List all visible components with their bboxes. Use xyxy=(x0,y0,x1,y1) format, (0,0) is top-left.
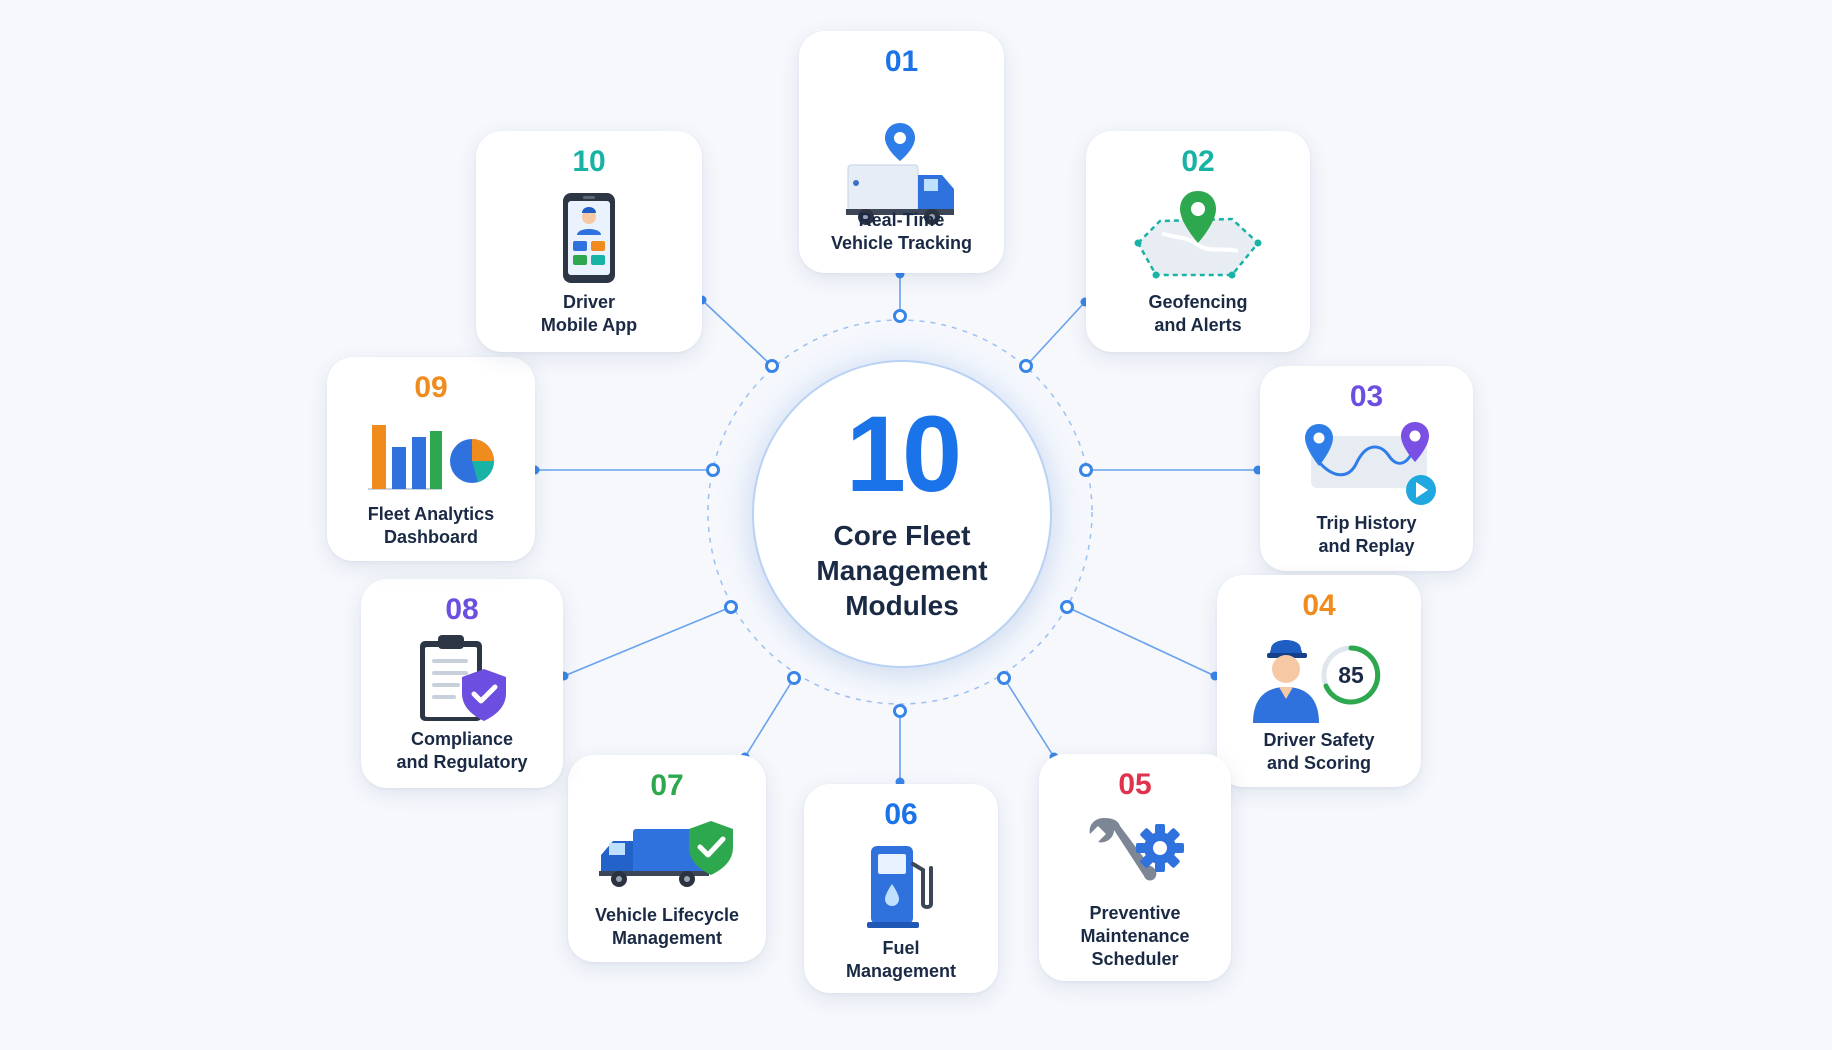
mobile-app-icon xyxy=(563,193,615,283)
module-number: 01 xyxy=(884,45,919,78)
module-label: Vehicle Lifecycle Management xyxy=(594,905,740,948)
connector-line-10 xyxy=(701,299,773,367)
module-number: 05 xyxy=(1118,768,1152,801)
fuel-pump-icon xyxy=(867,846,933,928)
connector-node-10 xyxy=(765,359,779,373)
connector-node-04 xyxy=(1060,600,1074,614)
connector-node-03 xyxy=(1079,463,1093,477)
module-label: Compliance and Regulatory xyxy=(396,729,528,772)
module-card-07[interactable]: 07 Vehicle Lifecycle Management xyxy=(568,755,766,962)
module-number: 02 xyxy=(1181,145,1215,178)
module-number: 10 xyxy=(572,145,606,178)
module-card-02[interactable]: 02 Geofencing and Alerts xyxy=(1086,131,1310,352)
module-label: Driver Mobile App xyxy=(540,292,638,335)
connector-node-09 xyxy=(706,463,720,477)
hub-number: 10 xyxy=(845,392,962,514)
center-hub: 10 Core Fleet Management Modules xyxy=(752,360,1052,668)
module-number: 06 xyxy=(884,798,918,831)
module-card-03[interactable]: 03 Trip History and Replay xyxy=(1260,366,1473,571)
module-label: Geofencing and Alerts xyxy=(1148,292,1248,335)
connector-line-04 xyxy=(1066,606,1216,677)
module-card-06[interactable]: 06 Fuel Management xyxy=(804,784,998,993)
module-number: 08 xyxy=(445,593,479,626)
connector-line-02 xyxy=(1025,301,1086,367)
truck-location-icon xyxy=(845,123,954,225)
truck-shield-icon xyxy=(599,821,733,887)
wrench-gear-icon xyxy=(1089,818,1184,881)
module-card-05[interactable]: 05 Preventive Maintenance Scheduler xyxy=(1039,754,1231,981)
module-label: Trip History and Replay xyxy=(1316,513,1417,556)
module-number: 09 xyxy=(414,371,448,404)
module-card-04[interactable]: 04 85 Driver Safety and Scoring xyxy=(1217,575,1421,787)
module-card-01[interactable]: 01 Real-Time Vehicle Tracking xyxy=(799,31,1004,273)
connector-node-05 xyxy=(997,671,1011,685)
module-number: 07 xyxy=(650,769,684,802)
hub-title: Core Fleet Management Modules xyxy=(816,519,988,621)
geofence-map-icon xyxy=(1134,191,1262,279)
module-label: Preventive Maintenance Scheduler xyxy=(1080,903,1190,969)
clipboard-shield-icon xyxy=(420,635,506,721)
connector-node-08 xyxy=(724,600,738,614)
module-label: Real-Time Vehicle Tracking xyxy=(830,210,973,253)
module-card-10[interactable]: 10 Driver Mobile App xyxy=(476,131,702,352)
module-number: 03 xyxy=(1349,380,1384,413)
module-label: Fleet Analytics Dashboard xyxy=(367,504,495,547)
driver-score-value: 85 xyxy=(1338,662,1364,688)
connector-node-01 xyxy=(893,309,907,323)
module-card-08[interactable]: 08 Compliance and Regulatory xyxy=(361,579,563,788)
driver-score-icon: 85 xyxy=(1253,640,1381,723)
module-number: 04 xyxy=(1302,589,1336,622)
route-replay-icon xyxy=(1304,422,1436,505)
analytics-chart-icon xyxy=(368,425,494,490)
connector-line-07 xyxy=(744,677,795,758)
module-label: Fuel Management xyxy=(845,938,957,981)
connector-node-06 xyxy=(893,704,907,718)
connector-node-07 xyxy=(787,671,801,685)
module-label: Driver Safety and Scoring xyxy=(1263,730,1375,773)
connector-line-08 xyxy=(563,606,732,677)
module-card-09[interactable]: 09 Fleet Analytics Dashboard xyxy=(327,357,535,561)
connector-line-05 xyxy=(1003,677,1055,758)
connector-node-02 xyxy=(1019,359,1033,373)
